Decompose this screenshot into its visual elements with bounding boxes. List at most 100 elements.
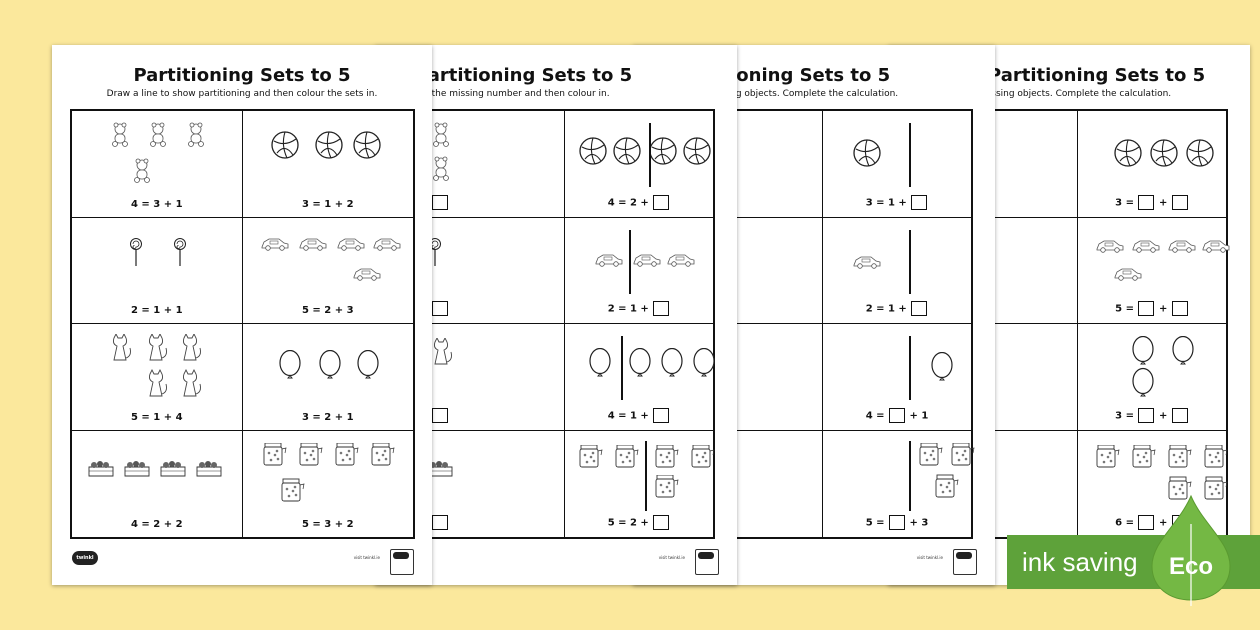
equation-text: 5 = 2 + <box>607 517 649 529</box>
answer-box[interactable] <box>889 515 905 530</box>
equation-text: 5 = <box>865 517 885 529</box>
visit-link: visit twinkl.ie <box>353 555 380 560</box>
answer-box[interactable] <box>889 407 905 423</box>
grid-cell: 2 = 1 + 1 <box>72 217 243 324</box>
grid-cell: 4 = + 1 <box>823 324 971 431</box>
answer-box[interactable] <box>653 515 670 530</box>
answer-box[interactable] <box>432 407 448 423</box>
worksheet-footer: twinkl visit twinkl.ie <box>70 545 432 585</box>
partition-line <box>909 336 911 400</box>
answer-box[interactable] <box>432 515 448 530</box>
grid-cell: 3 = + <box>1078 324 1226 431</box>
grid-cell <box>417 111 565 218</box>
equation-text: 4 = 2 + <box>607 197 649 208</box>
teddy-icon <box>433 122 449 181</box>
answer-box[interactable] <box>432 301 448 316</box>
equation-text: 3 = 1 + 2 <box>301 198 354 210</box>
grid-cell: 3 = 1 + <box>823 111 971 218</box>
grid-cell: 3 = 2 + 1 <box>242 324 413 431</box>
partition-line <box>645 440 647 511</box>
partition-line <box>909 229 911 294</box>
visit-link: visit twinkl.ie <box>658 555 685 560</box>
equation-text: 3 = 1 + <box>865 197 907 208</box>
equation-text: 2 = 1 + <box>865 303 907 315</box>
equation-text: 3 = <box>1115 410 1134 421</box>
twinkl-badge-icon <box>695 549 719 575</box>
answer-box[interactable] <box>653 301 670 316</box>
worksheet-title: Partitioning Sets to 5 <box>988 65 1206 86</box>
grid-cell: 5 = + 3 <box>823 431 975 538</box>
answer-box[interactable] <box>1171 194 1188 210</box>
grid-cell: 2 = 1 + <box>823 218 971 324</box>
worksheet-grid: 4 = 2 + 2 = 1 + 4 = 1 + 5 = <box>415 109 715 539</box>
equation-text: 4 = 3 + 1 <box>130 198 183 210</box>
equation-text: 4 = <box>865 410 885 421</box>
ball-icon <box>270 131 381 159</box>
equation-text: 2 = 1 + <box>607 303 649 315</box>
car-icon <box>853 256 881 269</box>
car-icon <box>595 254 695 267</box>
worksheet-grid: 4 = 3 + 1 3 = 1 + 2 2 = 1 + 1 5 = 2 + 3 … <box>70 109 415 539</box>
balloon-icon <box>589 348 715 377</box>
jar-icon <box>919 442 975 497</box>
twinkl-logo: twinkl <box>72 551 98 565</box>
equation-text: 2 = 1 + 1 <box>130 305 183 316</box>
partition-line <box>909 123 911 187</box>
worksheet-instruction: Write the missing number and then colour… <box>405 89 610 99</box>
worksheet-footer: visit twinkl.ie <box>393 545 737 585</box>
answer-box[interactable] <box>1138 515 1155 530</box>
eco-leaf-icon: Eco <box>1151 494 1231 606</box>
twinkl-badge-icon <box>390 549 414 575</box>
worksheet-instruction: Draw a line to show partitioning and the… <box>106 89 378 99</box>
crate-icon <box>88 460 222 476</box>
grid-cell: 3 = 1 + 2 <box>242 111 413 218</box>
partition-line <box>909 440 911 511</box>
answer-box[interactable] <box>911 194 928 210</box>
grid-cell: 4 = 3 + 1 <box>72 111 243 218</box>
grid-cell: 5 = 3 + 2 <box>243 431 414 538</box>
equation-text: 5 = <box>1115 303 1134 315</box>
equation-text: 3 = <box>1115 197 1134 208</box>
partition-line <box>621 336 623 400</box>
grid-cell: 2 = 1 + <box>565 218 713 324</box>
grid-cell: 5 = 1 + 4 <box>72 324 243 431</box>
answer-box[interactable] <box>653 407 670 423</box>
worksheet-footer: visit twinkl.ie <box>651 545 995 585</box>
equation-text: 4 = 2 + 2 <box>130 519 183 530</box>
worksheet-title: Partitioning Sets to 5 <box>415 65 633 86</box>
cat-icon <box>433 338 452 365</box>
grid-cell: 3 = + <box>1078 111 1226 218</box>
equation-text: 6 = <box>1115 517 1134 529</box>
answer-box[interactable] <box>1138 407 1155 423</box>
partition-line <box>649 123 651 187</box>
balloon-icon <box>1132 336 1194 397</box>
equation-text: 3 = 2 + 1 <box>301 411 354 423</box>
lollipop-icon <box>130 237 187 267</box>
equation-text: 5 = 1 + 4 <box>130 411 183 423</box>
worksheet-instruction: Draw the missing objects. Complete the c… <box>936 89 1172 99</box>
grid-cell <box>417 324 565 431</box>
answer-box[interactable] <box>1138 301 1155 316</box>
balloon-icon <box>278 350 379 379</box>
ink-saving-label: ink saving <box>1022 547 1138 577</box>
partition-line <box>629 229 631 294</box>
answer-box[interactable] <box>911 301 928 316</box>
worksheet-1: Partitioning Sets to 5 Draw a line to sh… <box>52 45 432 585</box>
answer-box[interactable] <box>1171 301 1188 316</box>
answer-box[interactable] <box>653 194 670 210</box>
grid-cell: 5 = 2 + <box>565 431 715 538</box>
grid-cell: 5 = 2 + 3 <box>242 218 413 324</box>
grid-cell: 5 = + <box>1078 218 1230 324</box>
grid-cell <box>417 217 565 324</box>
answer-box[interactable] <box>432 194 448 210</box>
grid-cell: 4 = 2 + 2 <box>72 430 243 537</box>
answer-box[interactable] <box>1171 407 1188 423</box>
balloon-icon <box>931 352 953 381</box>
grid-cell: 4 = 2 + <box>565 111 713 218</box>
equation-text: 4 = 1 + <box>607 410 649 421</box>
grid-cell <box>417 430 565 537</box>
visit-link: visit twinkl.ie <box>916 555 943 560</box>
teddy-icon <box>112 122 204 183</box>
answer-box[interactable] <box>1138 194 1155 210</box>
ball-icon <box>853 139 881 167</box>
